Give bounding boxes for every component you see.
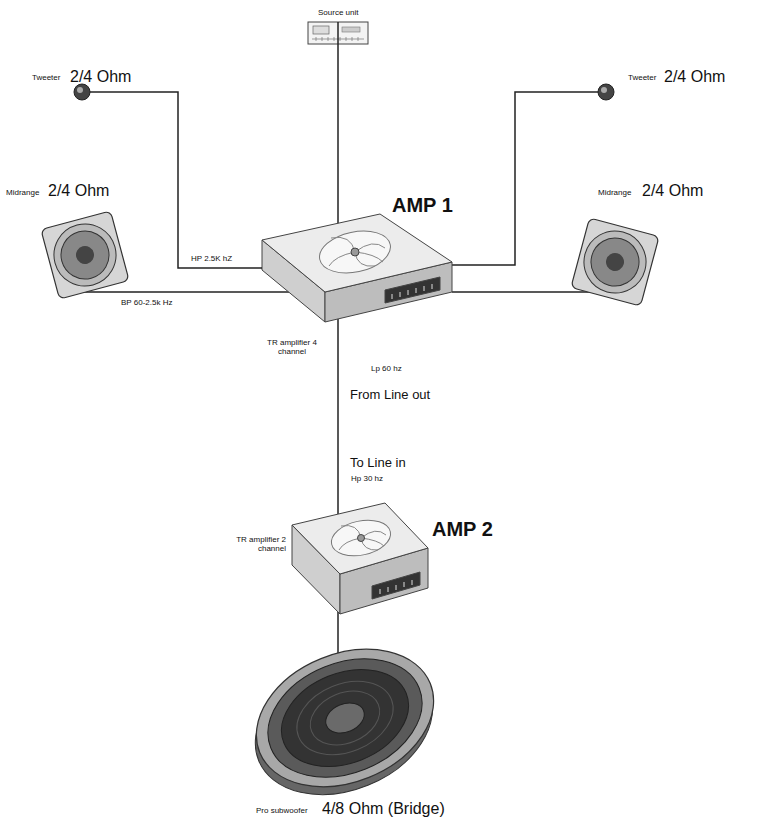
amplifier-title: AMP 1 (392, 194, 453, 217)
subwoofer-drawing (286, 668, 404, 769)
amplifier-drawing (262, 214, 452, 322)
amplifier-drawing (372, 572, 420, 599)
midrange-drawing (577, 224, 653, 300)
signal-label: To Line in (349, 456, 407, 471)
subwoofer-drawing (267, 652, 423, 785)
tweeter-drawing (74, 84, 90, 100)
filter-label: BP 60-2.5k Hz (120, 298, 173, 307)
source-unit: Source unit (300, 6, 380, 22)
component-label: 2/4 Ohm (70, 68, 131, 86)
wire-stub (80, 92, 599, 653)
amplifier-drawing (351, 248, 359, 256)
wire-stub (452, 264, 462, 266)
speaker-wire (462, 291, 570, 293)
speaker-wire (139, 291, 262, 293)
wire-stub (452, 291, 462, 293)
midrange-drawing (74, 244, 96, 266)
amplifier-drawing (328, 515, 394, 561)
component-label: Tweeter (628, 73, 656, 82)
wire-stub (337, 632, 339, 653)
signal-label: From Line out (349, 388, 431, 403)
amplifier-drawing (262, 214, 452, 292)
filter-label: HP 2.5K hZ (190, 254, 233, 263)
midrange-drawing (571, 218, 659, 306)
amplifier-drawing (316, 225, 395, 279)
amplifier-title: AMP 2 (432, 518, 493, 541)
component-label: 2/4 Ohm (48, 182, 109, 200)
tweeter-drawing (601, 87, 607, 93)
signal-label: Hp 30 hz (350, 474, 384, 483)
subwoofer-drawing (321, 698, 369, 739)
speaker-wire (462, 92, 595, 265)
midrange-speaker: Midrange 2/4 Ohm (570, 180, 720, 310)
amplifier-drawing (292, 503, 428, 574)
source-unit-drawing (313, 26, 329, 34)
component-label: Tweeter (32, 73, 60, 82)
subwoofer-drawing (302, 681, 387, 754)
tweeter-drawing (598, 84, 614, 100)
midrange-drawing (604, 251, 626, 273)
component-label: TR amplifier 2 channel (227, 535, 286, 553)
wire-stub (337, 194, 339, 224)
midrange-drawing (41, 211, 129, 299)
wire-stub (337, 319, 339, 360)
component-label: 2/4 Ohm (642, 182, 703, 200)
amplifier-drawing (380, 580, 412, 594)
component-label: Midrange (6, 188, 39, 197)
amplifier: AMP 2 TR amplifier 2 channel (225, 498, 500, 618)
amplifier: AMP 1 TR amplifier 4 channel (262, 194, 462, 360)
midrange-drawing (586, 233, 645, 292)
speaker-wire (153, 92, 262, 268)
subwoofer-drawing (236, 624, 455, 812)
component-label: 2/4 Ohm (664, 68, 725, 86)
wire-stub (90, 91, 153, 93)
midrange-speaker: Midrange 2/4 Ohm (4, 180, 139, 300)
signal-label: Lp 60 hz (370, 364, 403, 373)
amplifier-drawing (292, 503, 428, 614)
component-label: 4/8 Ohm (Bridge) (322, 800, 445, 818)
subwoofer-drawing (232, 624, 457, 820)
source-unit-drawing (342, 27, 360, 32)
amplifier-drawing (385, 277, 440, 303)
subwoofer: Pro subwoofer 4/8 Ohm (Bridge) (250, 632, 500, 828)
tweeter-speaker: Tweeter 2/4 Ohm (28, 64, 153, 104)
component-label: Source unit (318, 8, 358, 17)
component-label: Pro subwoofer (256, 806, 308, 815)
amplifier-drawing (358, 535, 365, 542)
wire-stub (262, 291, 289, 293)
component-label: TR amplifier 4 channel (264, 338, 320, 356)
subwoofer-drawing (250, 637, 440, 799)
tweeter-speaker: Tweeter 2/4 Ohm (595, 64, 755, 104)
tweeter-drawing (77, 87, 83, 93)
speaker-wire (337, 22, 339, 194)
midrange-drawing (47, 217, 123, 293)
amplifier-drawing (339, 526, 386, 551)
midrange-drawing (56, 226, 115, 285)
speaker-wire (337, 618, 339, 632)
amplifier-drawing (329, 237, 385, 266)
midrange-drawing (571, 218, 659, 306)
wire-stub (337, 498, 339, 514)
midrange-drawing (41, 211, 129, 299)
component-label: Midrange (598, 188, 631, 197)
speaker-wire (337, 360, 339, 498)
amplifier-drawing (392, 284, 432, 299)
